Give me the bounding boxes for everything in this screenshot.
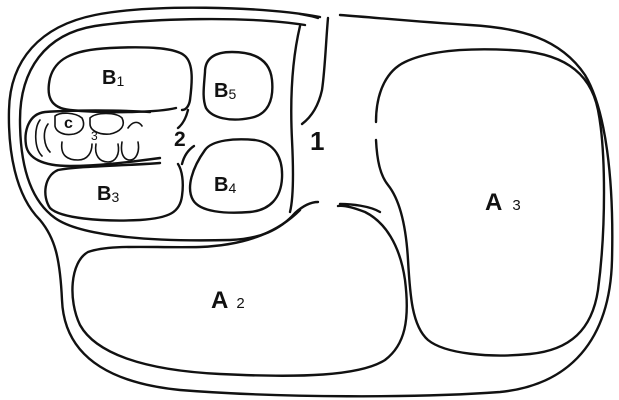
region-c-outline: [24, 109, 162, 168]
c-cell: [94, 143, 120, 163]
c-cell: [60, 141, 93, 161]
region-b5-outline: [202, 50, 274, 121]
label-c: c: [64, 115, 73, 132]
c-cell: [127, 121, 143, 129]
outer-boundary-gap-left: [298, 12, 320, 20]
c-cell: [89, 112, 125, 135]
c-cell: [34, 119, 43, 157]
label-b3: B3: [97, 183, 119, 205]
label-c-sub: 3: [91, 129, 98, 143]
label-passage-1: 1: [310, 126, 324, 156]
c-cell: [120, 141, 140, 161]
passage-2-mark-upper: [176, 108, 190, 130]
outer-boundary: [7, 6, 614, 398]
label-b4: B4: [214, 174, 236, 196]
label-passage-2: 2: [174, 128, 186, 151]
c-cell: [54, 112, 85, 136]
passage-1-upper: [300, 16, 330, 126]
b-group-boundary-right: [288, 24, 302, 214]
c-cells: [34, 112, 143, 163]
region-a2-outline: [71, 204, 408, 377]
label-b5: B5: [214, 80, 236, 102]
passage-1-lower: [338, 202, 382, 214]
c-cell: [43, 123, 51, 153]
label-b1: B1: [102, 67, 124, 89]
passage-2-mark-lower: [180, 144, 196, 166]
region-b4-outline: [188, 138, 284, 214]
region-b3-outline: [44, 161, 184, 222]
region-a3-outline: [374, 48, 606, 357]
